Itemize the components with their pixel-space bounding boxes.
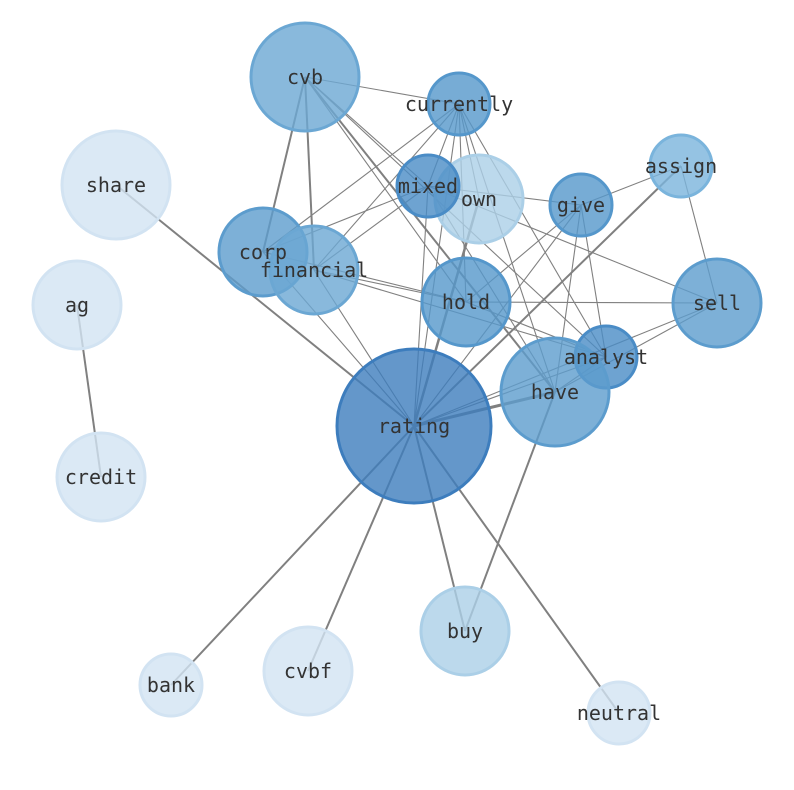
node-bank	[138, 652, 204, 718]
node-label-hold: hold	[442, 290, 490, 314]
node-neutral	[586, 680, 652, 746]
node-hold	[420, 256, 512, 348]
node-label-ag: ag	[65, 293, 89, 317]
edge-currently-analyst	[458, 103, 607, 358]
node-label-corp: corp	[239, 240, 287, 264]
node-buy	[419, 585, 511, 677]
node-ag	[31, 259, 123, 351]
node-label-currently: currently	[405, 92, 513, 116]
node-share	[60, 129, 172, 241]
node-cvbf	[262, 625, 354, 717]
node-label-give: give	[557, 193, 605, 217]
node-have	[499, 336, 611, 448]
node-label-sell: sell	[693, 291, 741, 315]
node-label-rating: rating	[378, 414, 450, 438]
edge-cvb-have	[304, 76, 556, 393]
node-label-share: share	[86, 173, 146, 197]
node-label-financial: financial	[260, 258, 368, 282]
node-label-analyst: analyst	[564, 345, 648, 369]
node-financial	[268, 224, 360, 316]
node-label-own: own	[461, 187, 497, 211]
node-cvb	[249, 21, 361, 133]
node-label-bank: bank	[147, 673, 195, 697]
node-sell	[671, 257, 763, 349]
node-label-neutral: neutral	[577, 701, 661, 725]
node-label-cvbf: cvbf	[284, 659, 332, 683]
node-credit	[55, 431, 147, 523]
node-give	[548, 172, 614, 238]
node-mixed	[395, 153, 461, 219]
node-label-mixed: mixed	[398, 174, 458, 198]
node-label-cvb: cvb	[287, 65, 323, 89]
node-rating	[335, 347, 493, 505]
node-label-assign: assign	[645, 154, 717, 178]
node-currently	[426, 71, 492, 137]
nodes	[31, 21, 763, 746]
node-label-credit: credit	[65, 465, 137, 489]
node-label-have: have	[531, 380, 579, 404]
node-label-buy: buy	[447, 619, 483, 643]
node-assign	[648, 133, 714, 199]
